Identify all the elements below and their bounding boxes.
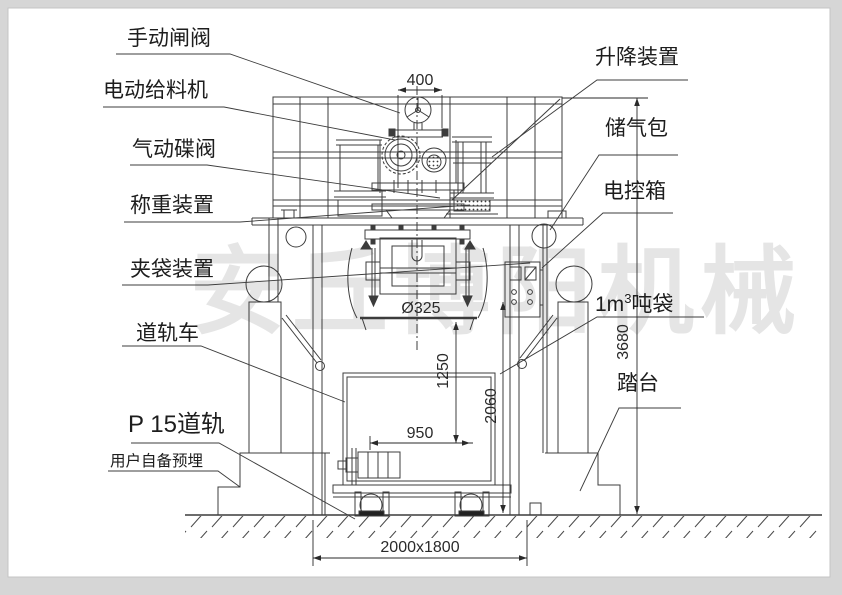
label-air-reservoir: 储气包 xyxy=(605,117,668,140)
leader-pneumatic-butterfly-valve xyxy=(130,164,441,199)
step-platform xyxy=(529,452,621,516)
dimension-lines xyxy=(312,87,648,566)
label-rail-car: 道轨车 xyxy=(136,322,199,345)
left-clamp-roller xyxy=(285,226,307,248)
label-user-supplied-embedment: 用户自备预埋 xyxy=(110,452,203,470)
leader-platform xyxy=(579,407,681,492)
dim-bag-drop-height: 1250 xyxy=(435,353,452,389)
label-electric-feeder: 电动给料机 xyxy=(103,79,208,102)
lifting-device xyxy=(446,136,498,215)
leader-weighing-device xyxy=(124,204,471,223)
weighing-device xyxy=(364,225,471,245)
leader-electric-control-box xyxy=(541,212,673,269)
air-reservoir xyxy=(531,223,557,249)
label-ton-bag: 1m3吨袋 xyxy=(595,291,673,316)
dim-spout-diameter: Ø325 xyxy=(401,300,440,317)
electric-feeder xyxy=(371,135,465,219)
electric-control-box xyxy=(504,261,543,318)
leader-manual-gate-valve xyxy=(116,53,401,114)
dim-top-width: 400 xyxy=(407,72,434,89)
leader-lifting-device xyxy=(491,79,688,158)
load-cell xyxy=(453,199,491,212)
frame-brace xyxy=(451,98,561,201)
label-lifting-device: 升降装置 xyxy=(595,46,679,69)
left-cylinder xyxy=(334,139,386,217)
label-weighing-device: 称重装置 xyxy=(130,194,214,217)
dim-overall-height: 3680 xyxy=(615,324,632,360)
leader-user-supplied-embedment xyxy=(108,470,241,488)
dim-discharge-height: 2060 xyxy=(483,388,500,424)
leader-p15-rail xyxy=(131,442,356,520)
label-electric-control-box: 电控箱 xyxy=(603,180,666,203)
label-p15-rail: P 15道轨 xyxy=(128,411,225,438)
label-pneumatic-butterfly-valve: 气动碟阀 xyxy=(132,138,216,161)
leader-rail-car xyxy=(122,345,346,403)
rail-pad-right xyxy=(458,510,485,517)
weigh-hopper xyxy=(347,237,488,331)
manual-gate-valve xyxy=(388,96,449,138)
drawing-sheet xyxy=(7,7,831,578)
side-columns xyxy=(245,218,593,454)
leader-air-reservoir xyxy=(549,154,678,231)
leader-electric-feeder xyxy=(103,106,396,141)
label-manual-gate-valve: 手动闸阀 xyxy=(127,27,211,50)
watermark-text: 安丘博阳机械 xyxy=(190,239,802,346)
leader-lines xyxy=(103,53,704,520)
rail-car xyxy=(332,448,512,517)
leader-ton-bag xyxy=(499,316,704,375)
linework xyxy=(185,86,822,538)
leader-bag-clamping-device xyxy=(122,262,531,286)
dim-footprint: 2000x1800 xyxy=(380,539,459,556)
label-bag-clamping-device: 夹袋装置 xyxy=(130,258,214,281)
rail-pad-left xyxy=(358,510,385,517)
annotations: 手动闸阀 电动给料机 气动碟阀 称重装置 夹袋装置 道轨车 P 15道轨 用户自… xyxy=(103,27,679,556)
ground xyxy=(185,514,822,538)
bag-clamp-cylinders xyxy=(360,240,476,308)
label-platform: 踏台 xyxy=(617,372,659,395)
dim-bag-width: 950 xyxy=(407,425,434,442)
